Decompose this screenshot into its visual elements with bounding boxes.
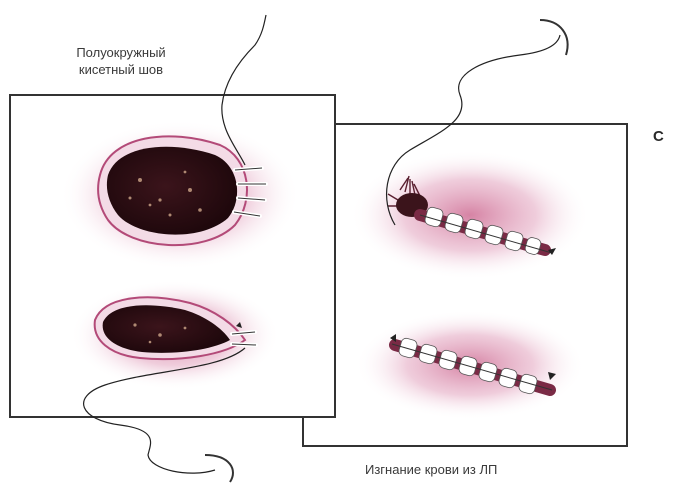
suture-label: Полуокружный кисетный шов <box>36 44 206 78</box>
suture-label-line1: Полуокружный <box>36 44 206 61</box>
caption-bottom: Изгнание крови из ЛП <box>365 461 497 478</box>
right-lower-wound <box>355 310 585 420</box>
lower-needle <box>205 455 233 482</box>
suture-label-line2: кисетный шов <box>36 61 206 78</box>
panel-letter: C <box>653 128 664 145</box>
